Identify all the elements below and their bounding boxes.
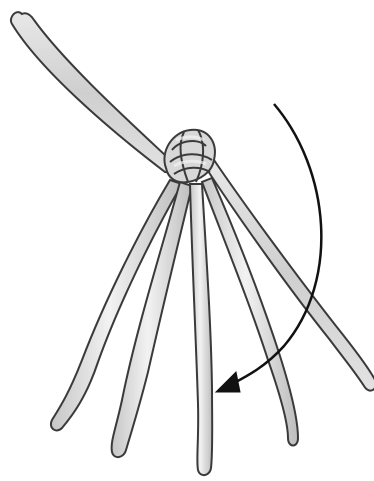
strand-top-left bbox=[11, 12, 185, 174]
arrow-head bbox=[216, 372, 240, 392]
knot bbox=[164, 130, 214, 183]
strand-right-long bbox=[206, 160, 374, 391]
strand-center bbox=[190, 184, 212, 475]
